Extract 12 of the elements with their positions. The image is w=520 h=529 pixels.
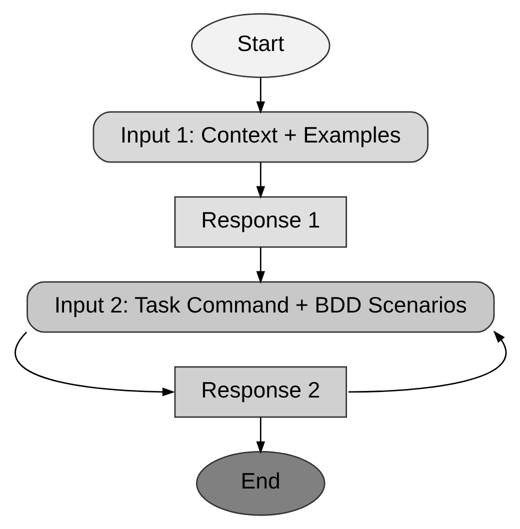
node-box: Input 1: Context + Examples	[92, 111, 428, 163]
node-box: Input 2: Task Command + BDD Scenarios	[26, 281, 494, 333]
node-ellipse: Start	[190, 13, 330, 78]
arrow	[256, 162, 265, 199]
node-box: Response 2	[174, 366, 347, 418]
node-box: Response 1	[174, 196, 347, 248]
arrow	[256, 417, 265, 454]
arrow	[256, 77, 265, 114]
arrow	[348, 330, 506, 393]
arrow	[14, 332, 174, 396]
arrow	[256, 247, 265, 284]
node-ellipse: End	[195, 451, 325, 516]
